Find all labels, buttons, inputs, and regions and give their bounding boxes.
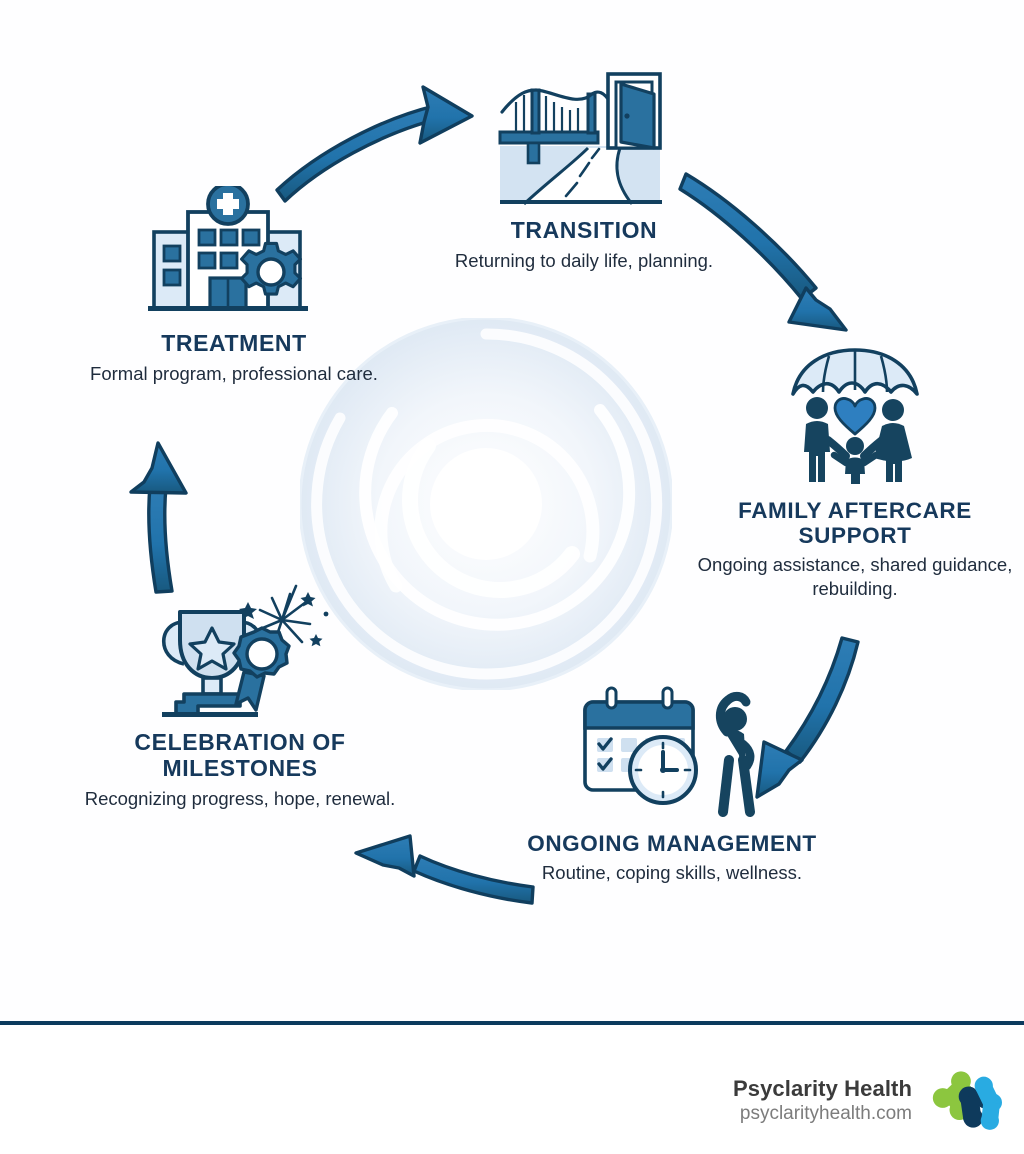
stage-family-title: FAMILY AFTERCARE SUPPORT — [738, 498, 972, 549]
stage-transition-title: TRANSITION — [510, 217, 658, 243]
stage-celebration-description: Recognizing progress, hope, renewal. — [84, 787, 396, 809]
stage-ongoing-title: ONGOING MANAGEMENT — [527, 831, 817, 856]
trophy-award-ribbon-fireworks-icon — [161, 584, 329, 717]
bridge-road-open-door-icon — [498, 72, 662, 206]
hospital-building-gear-icon — [148, 186, 308, 311]
stage-treatment-title: TREATMENT — [161, 330, 307, 356]
stage-family-aftercare-support: FAMILY AFTERCARE SUPPORT Ongoing assista… — [690, 348, 1020, 600]
stage-celebration-title: CELEBRATION OF MILESTONES — [134, 729, 346, 781]
stage-treatment-description: Formal program, professional care. — [90, 362, 378, 384]
brand-name: Psyclarity Health — [732, 1076, 912, 1102]
stage-ongoing-management: ONGOING MANAGEMENT Routine, coping skill… — [522, 686, 822, 884]
stage-ongoing-icon-wrap — [522, 686, 822, 821]
stage-treatment-icon-wrap — [74, 186, 394, 321]
footer-divider — [0, 1021, 1024, 1025]
calendar-clock-stretching-person-icon — [583, 686, 755, 817]
stage-celebration-of-milestones: CELEBRATION OF MILESTONES Recognizing pr… — [80, 580, 400, 810]
footer: Psyclarity Health psyclarityhealth.com — [0, 1025, 1024, 1154]
arrow-celebration-to-treatment — [129, 441, 188, 594]
arrow-ongoing-to-celebration — [354, 834, 535, 905]
stage-family-description: Ongoing assistance, shared guidance, reb… — [697, 554, 1013, 599]
stage-family-icon-wrap — [690, 348, 1020, 488]
brand-block: Psyclarity Health psyclarityhealth.com — [733, 1063, 1002, 1139]
stage-celebration-icon-wrap — [80, 580, 400, 720]
stage-ongoing-description: Routine, coping skills, wellness. — [541, 862, 803, 884]
stage-transition-icon-wrap — [424, 68, 744, 208]
brand-text: Psyclarity Health psyclarityhealth.com — [733, 1076, 912, 1126]
brand-url[interactable]: psyclarityhealth.com — [739, 1103, 912, 1125]
family-umbrella-heart-icon — [791, 348, 919, 484]
psyclarity-node-cluster-logo — [932, 1071, 1002, 1130]
stage-transition-description: Returning to daily life, planning. — [454, 249, 714, 271]
stage-transition: TRANSITION Returning to daily life, plan… — [424, 68, 744, 272]
stage-treatment: TREATMENT Formal program, professional c… — [74, 186, 394, 385]
